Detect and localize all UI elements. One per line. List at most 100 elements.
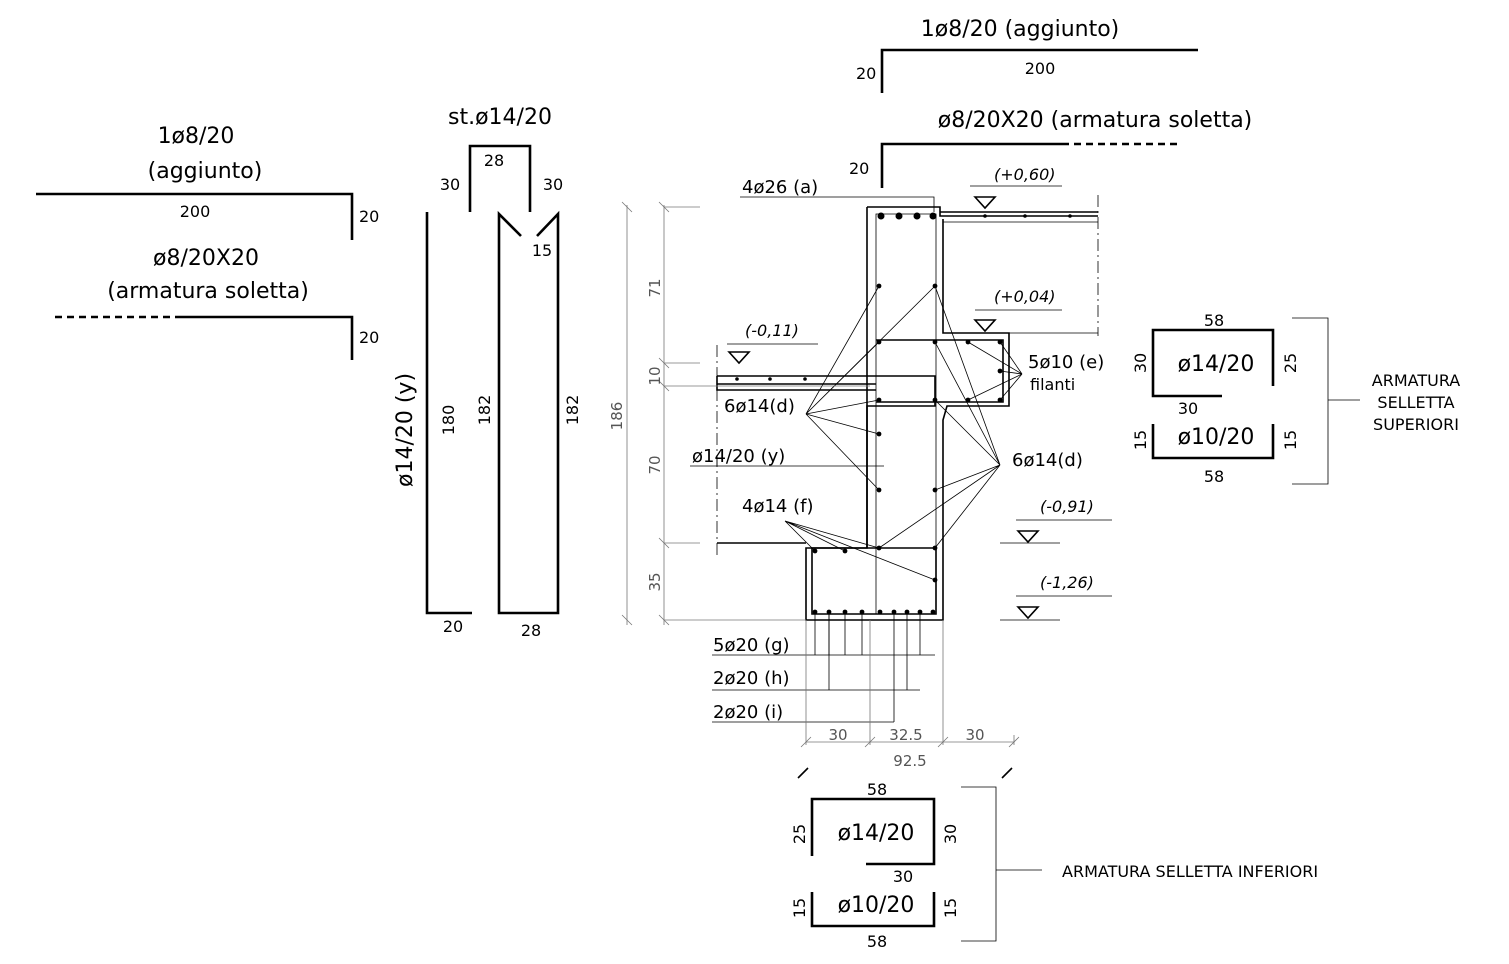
upper-corbel-title-3: SUPERIORI — [1373, 415, 1459, 434]
lower-corbel-bar2-right: 15 — [941, 898, 960, 918]
horizontal-dimensions: 30 32.5 30 92.5 — [797, 620, 1020, 779]
level-marker-3: (-0,11) — [727, 321, 818, 365]
top-slab-bar-hook: 20 — [849, 159, 869, 178]
level-minus-011: (-0,11) — [745, 321, 799, 340]
upper-corbel-stirrup — [876, 339, 1004, 403]
upper-corbel-title-1: ARMATURA — [1372, 371, 1461, 390]
section-inner-outline — [875, 213, 937, 549]
top-slab-bar-shape — [880, 142, 1062, 188]
upper-corbel-bar2-label: ø10/20 — [1178, 425, 1255, 450]
upper-corbel-bar2-shape — [1151, 424, 1275, 460]
bar-y-foot: 20 — [443, 617, 463, 636]
left-added-bar-length: 200 — [180, 202, 211, 221]
rebar-dots — [735, 212, 1072, 615]
stirrup-right-leg-dim: 30 — [543, 175, 563, 194]
left-slab-bottom — [716, 376, 876, 391]
footing-stirrup — [811, 547, 937, 615]
label-bar-d-right: 6ø14(d) — [1012, 450, 1083, 471]
upper-corbel-bar2-right: 15 — [1281, 430, 1300, 450]
level-minus-126: (-1,26) — [1040, 573, 1094, 592]
top-added-bar-length: 200 — [1025, 59, 1056, 78]
level-marker-1: (+0,60) — [970, 165, 1062, 210]
lower-corbel-bar2-bottom: 58 — [867, 932, 887, 951]
label-bar-y: ø14/20 (y) — [692, 446, 785, 467]
lower-corbel-brace — [961, 786, 1042, 942]
upper-corbel-bar1-left: 30 — [1131, 353, 1150, 373]
left-slab-bar-subtitle: (armatura soletta) — [107, 279, 309, 304]
bar-y-length: 180 — [439, 405, 458, 436]
left-added-bar-title: 1ø8/20 — [158, 124, 235, 149]
label-bar-d-left: 6ø14(d) — [724, 396, 795, 417]
level-plus-004: (+0,04) — [994, 287, 1056, 306]
left-slab-bar-hook: 20 — [359, 328, 379, 347]
dim-92-5: 92.5 — [893, 752, 926, 770]
upper-corbel-bar1-shape — [1151, 328, 1275, 398]
lower-corbel-title: ARMATURA SELLETTA INFERIORI — [1062, 862, 1318, 881]
top-added-bar-title: 1ø8/20 (aggiunto) — [921, 17, 1120, 42]
lower-corbel-bar1-right: 30 — [941, 824, 960, 844]
bar-y-detail: ø14/20 (y) 180 20 — [393, 212, 472, 636]
lower-corbel-bar1-left: 25 — [790, 824, 809, 844]
left-bar-details: 1ø8/20 (aggiunto) 200 20 ø8/20X20 (armat… — [36, 124, 379, 360]
bar-y-label: ø14/20 (y) — [393, 373, 418, 487]
dim-70: 70 — [646, 455, 664, 474]
stirrup-top-shape — [468, 144, 532, 212]
lower-corbel-reinforcement: ø14/20 58 25 30 30 ø10/20 15 15 58 ARMAT… — [790, 780, 1318, 951]
lower-corbel-bar1-bottom: 30 — [893, 867, 913, 886]
stirrup-side-b-dim: 182 — [563, 395, 582, 426]
upper-corbel-bar1-bottom: 30 — [1178, 399, 1198, 418]
top-added-bar-shape — [880, 48, 1198, 93]
stirrup-left-leg-dim: 30 — [440, 175, 460, 194]
lower-corbel-bar1-shape — [810, 797, 936, 866]
upper-corbel-brace — [1292, 317, 1360, 485]
label-bar-a: 4ø26 (a) — [742, 177, 818, 198]
top-added-bar-hook: 20 — [856, 64, 876, 83]
stirrup-body-shape — [497, 210, 560, 615]
lower-corbel-bar2-shape — [810, 892, 936, 928]
bar-y-shape — [425, 212, 472, 615]
dim-10: 10 — [646, 366, 664, 385]
stirrup-detail: st.ø14/20 28 30 30 15 182 182 28 — [440, 105, 582, 640]
vertical-dimensions: 186 71 10 70 35 — [608, 201, 870, 626]
stirrup-top-dim: 28 — [484, 151, 504, 170]
upper-corbel-bar1-label: ø14/20 — [1178, 352, 1255, 377]
dim-35: 35 — [646, 572, 664, 591]
dim-30-right: 30 — [965, 726, 984, 744]
lower-corbel-bar2-label: ø10/20 — [838, 893, 915, 918]
left-slab-bar-title: ø8/20X20 — [153, 246, 259, 271]
top-right-bar-details: 1ø8/20 (aggiunto) 20 200 ø8/20X20 (armat… — [849, 17, 1252, 188]
upper-corbel-bar1-top: 58 — [1204, 311, 1224, 330]
upper-corbel-bar2-bottom: 58 — [1204, 467, 1224, 486]
label-bar-f: 4ø14 (f) — [742, 496, 813, 517]
dim-186: 186 — [608, 402, 626, 431]
cross-section: 4ø26 (a) 6ø14(d) ø14/20 (y) 4ø14 (f) 5ø1… — [608, 165, 1112, 779]
upper-corbel-title-2: SELLETTA — [1377, 393, 1454, 412]
dim-71: 71 — [646, 278, 664, 297]
level-marker-5: (-1,26) — [1000, 573, 1112, 621]
upper-corbel-bar2-left: 15 — [1131, 430, 1150, 450]
label-bar-g: 5ø20 (g) — [713, 635, 790, 656]
lower-corbel-bar2-left: 15 — [790, 898, 809, 918]
label-bar-h: 2ø20 (h) — [713, 668, 790, 689]
upper-corbel-reinforcement: ø14/20 58 30 25 30 ø10/20 15 15 58 ARMAT… — [1131, 311, 1460, 486]
left-added-bar-subtitle: (aggiunto) — [148, 159, 263, 184]
left-slab-bar-shape — [175, 315, 354, 360]
level-plus-060: (+0,60) — [994, 165, 1056, 184]
dim-30-left: 30 — [828, 726, 847, 744]
left-added-bar-hook: 20 — [359, 207, 379, 226]
top-slab-bar-title: ø8/20X20 (armatura soletta) — [938, 108, 1253, 133]
dim-32-5: 32.5 — [889, 726, 922, 744]
stirrup-title: st.ø14/20 — [448, 105, 552, 130]
upper-corbel-bar1-right: 25 — [1281, 353, 1300, 373]
lower-corbel-bar1-top: 58 — [867, 780, 887, 799]
stirrup-bottom-dim: 28 — [521, 621, 541, 640]
label-filanti: filanti — [1030, 375, 1075, 394]
leader-lines — [690, 196, 1023, 723]
level-marker-2: (+0,04) — [973, 287, 1062, 333]
label-bar-i: 2ø20 (i) — [713, 702, 783, 723]
lower-corbel-bar1-label: ø14/20 — [838, 821, 915, 846]
left-added-bar-shape — [36, 192, 354, 240]
stirrup-hook-dim: 15 — [532, 241, 552, 260]
label-bar-e: 5ø10 (e) — [1028, 352, 1104, 373]
